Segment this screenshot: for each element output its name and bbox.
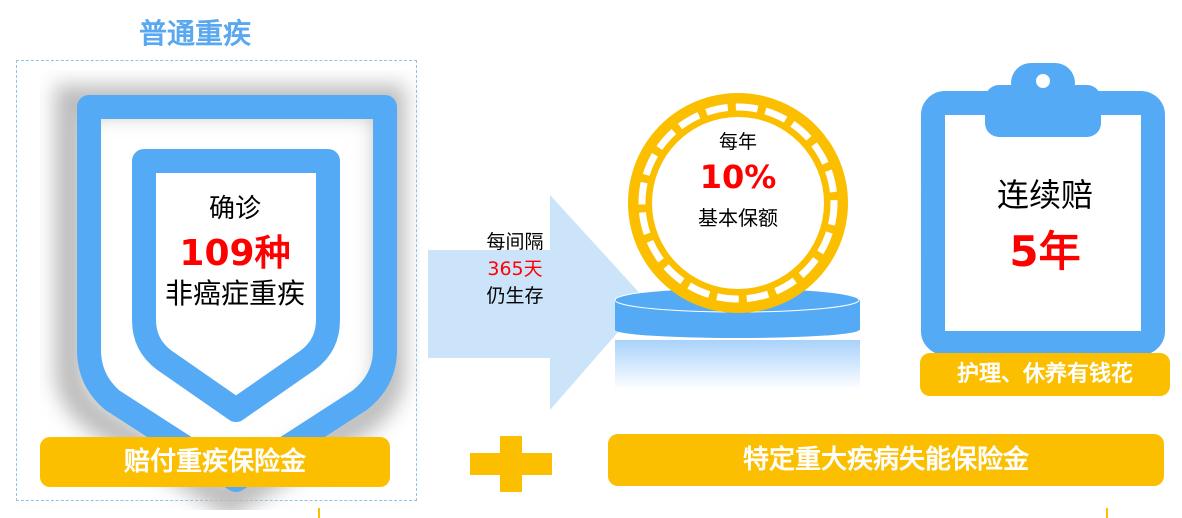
shield-line3: 非癌症重疾 bbox=[164, 277, 305, 310]
coin-highlight: 10% bbox=[699, 158, 777, 196]
disability-payout-bar: 特定重大疾病失能保险金 bbox=[608, 434, 1164, 486]
clipboard-icon bbox=[921, 63, 1165, 355]
critical-illness-payout-bar: 赔付重疾保险金 bbox=[40, 437, 390, 487]
coin-line3: 基本保额 bbox=[698, 206, 778, 230]
care-rest-bar: 护理、休养有钱花 bbox=[920, 353, 1170, 396]
connector-line bbox=[318, 508, 320, 518]
plus-icon bbox=[470, 436, 552, 492]
arrow-right-icon bbox=[428, 195, 646, 410]
arrow-line3: 仍生存 bbox=[486, 285, 544, 307]
arrow-highlight: 365天 bbox=[487, 258, 543, 280]
coin-line1: 每年 bbox=[718, 131, 757, 153]
shield-highlight: 109种 bbox=[179, 233, 291, 274]
shield-line1: 确诊 bbox=[208, 194, 261, 224]
arrow-line1: 每间隔 bbox=[486, 231, 544, 253]
coin-icon bbox=[614, 93, 860, 390]
clipboard-line1: 连续赔 bbox=[996, 176, 1093, 214]
connector-line bbox=[1106, 508, 1108, 518]
section-title: 普通重疾 bbox=[138, 17, 251, 50]
clipboard-highlight: 5年 bbox=[1009, 227, 1081, 276]
